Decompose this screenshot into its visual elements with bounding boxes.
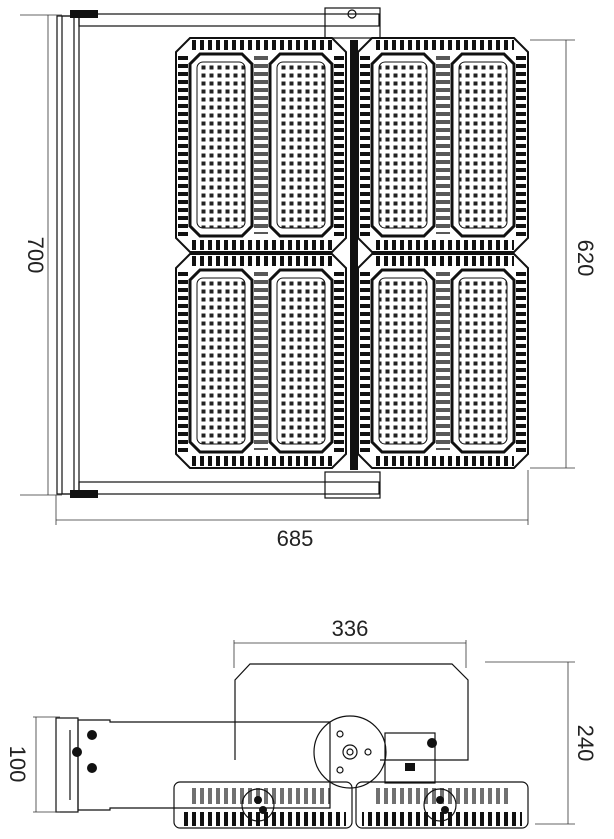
top-view: 700 620 685 xyxy=(20,7,598,551)
dimension-240: 240 xyxy=(485,661,598,825)
led-module xyxy=(370,52,436,238)
dimension-label-336: 336 xyxy=(332,616,369,641)
led-module xyxy=(188,52,254,238)
housing-block xyxy=(175,253,347,469)
dimension-label-240: 240 xyxy=(573,725,598,762)
dimension-100: 100 xyxy=(5,716,60,813)
led-module xyxy=(370,268,436,454)
side-view: 336 xyxy=(5,616,598,829)
led-module xyxy=(188,268,254,454)
heatsink-right xyxy=(355,781,529,829)
dimension-620: 620 xyxy=(530,39,598,469)
housing-block xyxy=(357,253,529,469)
luminaire-housing xyxy=(175,37,529,469)
dimension-336: 336 xyxy=(233,616,467,668)
bracket-arm xyxy=(55,715,457,822)
housing-block xyxy=(175,37,347,253)
housing-block xyxy=(357,37,529,253)
dimension-label-685: 685 xyxy=(277,526,314,551)
heatsink-left xyxy=(173,781,353,829)
led-module xyxy=(268,52,334,238)
mounting-bracket xyxy=(56,7,381,499)
dimension-label-100: 100 xyxy=(5,746,30,783)
dimension-685: 685 xyxy=(55,470,529,551)
dimension-label-700: 700 xyxy=(23,237,48,274)
dimension-700: 700 xyxy=(20,14,62,496)
center-spine xyxy=(350,40,358,470)
driver-box xyxy=(234,663,469,761)
dimension-label-620: 620 xyxy=(573,240,598,277)
led-module xyxy=(450,52,516,238)
led-module xyxy=(268,268,334,454)
led-module xyxy=(450,268,516,454)
